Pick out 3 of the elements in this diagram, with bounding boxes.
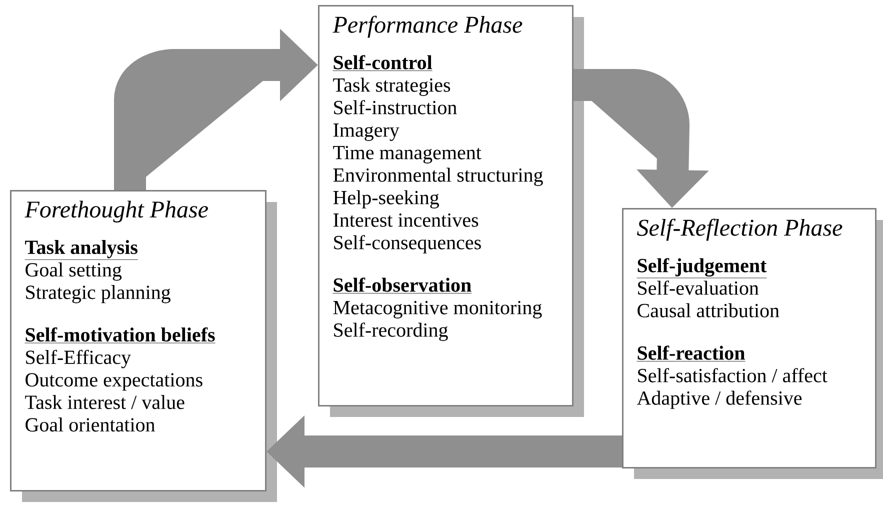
phase-box: Self-Reflection Phase Self-judgement Self-evaluation Causal attribution Self-reaction Self-satisfaction / affect Adaptive / defensive bbox=[622, 208, 883, 479]
phase-box: Performance Phase Self-control Task strategies Self-instruction Imagery Time management Environmental structuring Help-seeking Interest incentives Self-consequences Self-observation Metacognitive monitoring Self-recording bbox=[318, 5, 584, 417]
phase-box: Forethought Phase Task analysis Goal setting Strategic planning Self-motivation beliefs Self-Efficacy Outcome expectations Task interest / value Goal orientation bbox=[10, 190, 277, 502]
